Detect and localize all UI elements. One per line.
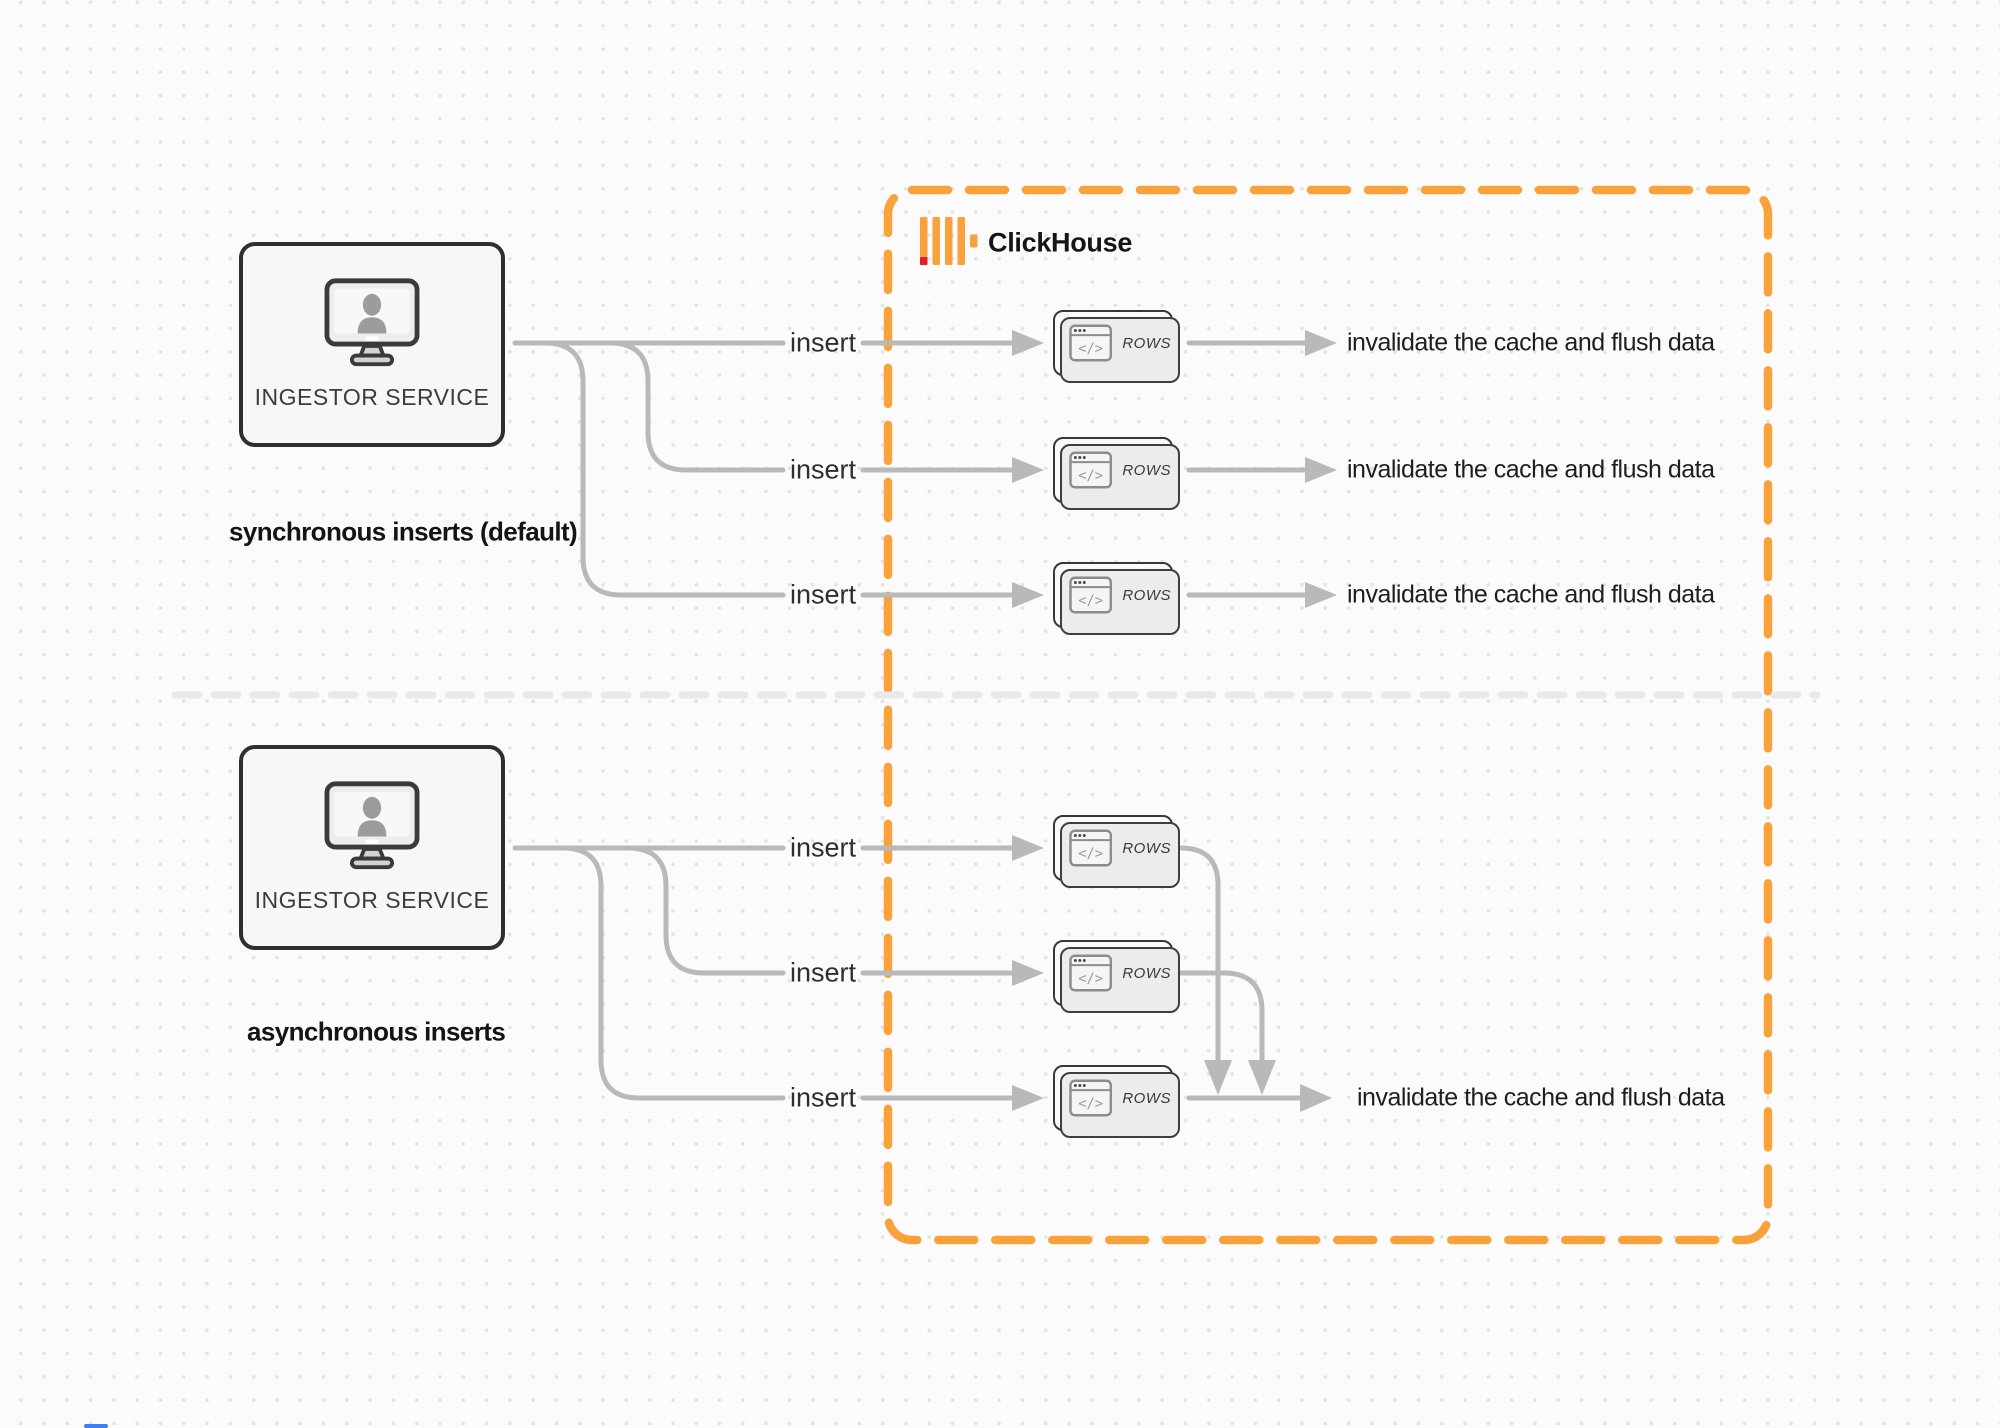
insert-label: insert — [789, 957, 857, 988]
monitor-user-icon — [324, 781, 420, 870]
code-window-icon: </> — [1069, 451, 1113, 489]
code-window-icon: </> — [1069, 1079, 1113, 1117]
clickhouse-logo-icon — [920, 217, 978, 265]
sync-section-caption: synchronous inserts (default) — [229, 516, 578, 547]
async-section-caption: asynchronous inserts — [247, 1016, 506, 1047]
blue-edge-artifact — [84, 1424, 108, 1428]
result-label: invalidate the cache and flush data — [1357, 1083, 1725, 1112]
rows-card-label: ROWS — [1122, 839, 1171, 857]
rows-card: </> ROWS — [1053, 940, 1180, 1013]
svg-text:</>: </> — [1078, 468, 1103, 484]
svg-text:</>: </> — [1078, 593, 1103, 609]
result-label: invalidate the cache and flush data — [1347, 328, 1715, 357]
svg-text:</>: </> — [1078, 971, 1103, 987]
insert-label: insert — [789, 327, 857, 358]
code-window-icon: </> — [1069, 954, 1113, 992]
insert-label: insert — [789, 1082, 857, 1113]
svg-text:</>: </> — [1078, 1096, 1103, 1112]
rows-card-label: ROWS — [1122, 586, 1171, 604]
insert-label: insert — [789, 832, 857, 863]
svg-text:</>: </> — [1078, 846, 1103, 862]
sync-arrowheads — [1012, 330, 1337, 608]
ingestor-service-node-async: INGESTOR SERVICE — [239, 745, 505, 950]
code-window-icon: </> — [1069, 829, 1113, 867]
result-label: invalidate the cache and flush data — [1347, 455, 1715, 484]
result-label: invalidate the cache and flush data — [1347, 580, 1715, 609]
rows-card: </> ROWS — [1053, 310, 1180, 383]
clickhouse-boundary — [883, 185, 1773, 1245]
rows-card-label: ROWS — [1122, 964, 1171, 982]
clickhouse-label: ClickHouse — [988, 227, 1133, 258]
rows-card-label: ROWS — [1122, 461, 1171, 479]
sync-connectors — [512, 340, 1310, 598]
rows-card-label: ROWS — [1122, 1089, 1171, 1107]
insert-label: insert — [789, 454, 857, 485]
code-window-icon: </> — [1069, 576, 1113, 614]
service-label: INGESTOR SERVICE — [254, 384, 490, 410]
async-connectors — [512, 845, 1305, 1101]
monitor-user-icon — [324, 278, 420, 367]
rows-card: </> ROWS — [1053, 562, 1180, 635]
rows-card-label: ROWS — [1122, 334, 1171, 352]
service-label: INGESTOR SERVICE — [254, 887, 490, 913]
rows-card: </> ROWS — [1053, 815, 1180, 888]
rows-card: </> ROWS — [1053, 1065, 1180, 1138]
rows-card: </> ROWS — [1053, 437, 1180, 510]
svg-text:</>: </> — [1078, 341, 1103, 357]
ingestor-service-node-sync: INGESTOR SERVICE — [239, 242, 505, 447]
async-arrowheads — [1012, 835, 1332, 1112]
code-window-icon: </> — [1069, 324, 1113, 362]
insert-label: insert — [789, 579, 857, 610]
